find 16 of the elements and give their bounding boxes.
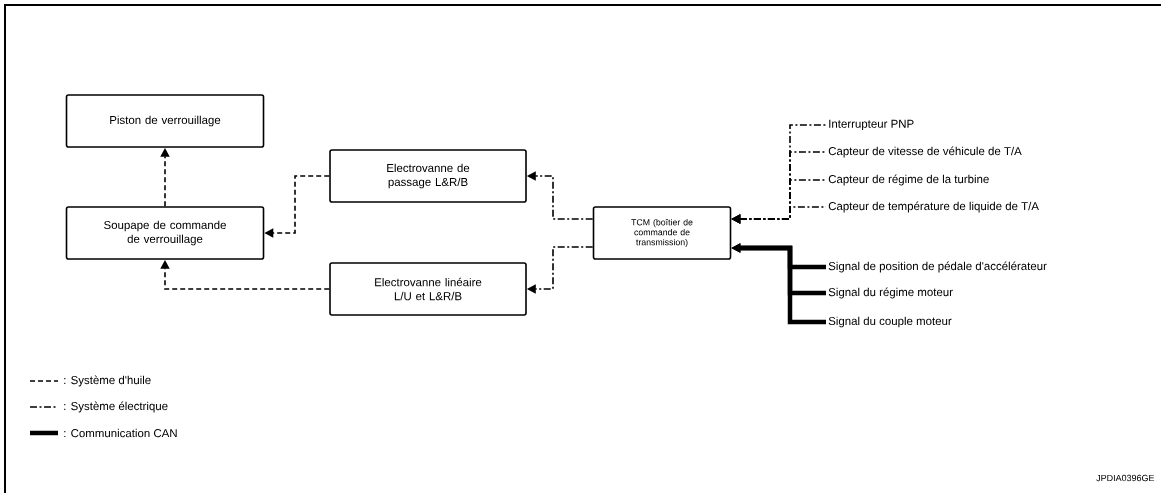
signal-label: Capteur de vitesse de véhicule de T/A [828, 146, 1022, 158]
signal-label: Capteur de température de liquide de T/A [828, 201, 1039, 213]
signal-label: Signal du couple moteur [828, 316, 952, 328]
legend-text: : Communication CAN [64, 428, 177, 438]
figure-code: JPDIA0396GE [1096, 474, 1155, 482]
component-box: Electrovanne de passage L&R/B [329, 149, 527, 203]
controller-box: TCM (boîtier de commande de transmission) [592, 206, 732, 260]
signal-label: Signal du régime moteur [828, 287, 953, 299]
component-box: Piston de verrouillage [65, 94, 265, 148]
signal-label: Interrupteur PNP [829, 119, 914, 131]
signal-label: Capteur de régime de la turbine [828, 174, 989, 186]
legend-text: : Système électrique [64, 401, 168, 413]
signal-label: Signal de position de pédale d'accélérateur [828, 261, 1047, 273]
component-box: Electrovanne linéaire L/U et L&R/B [329, 262, 527, 316]
legend-text: : Système d'huile [64, 375, 151, 387]
component-box: Soupape de commande de verrouillage [65, 206, 265, 260]
